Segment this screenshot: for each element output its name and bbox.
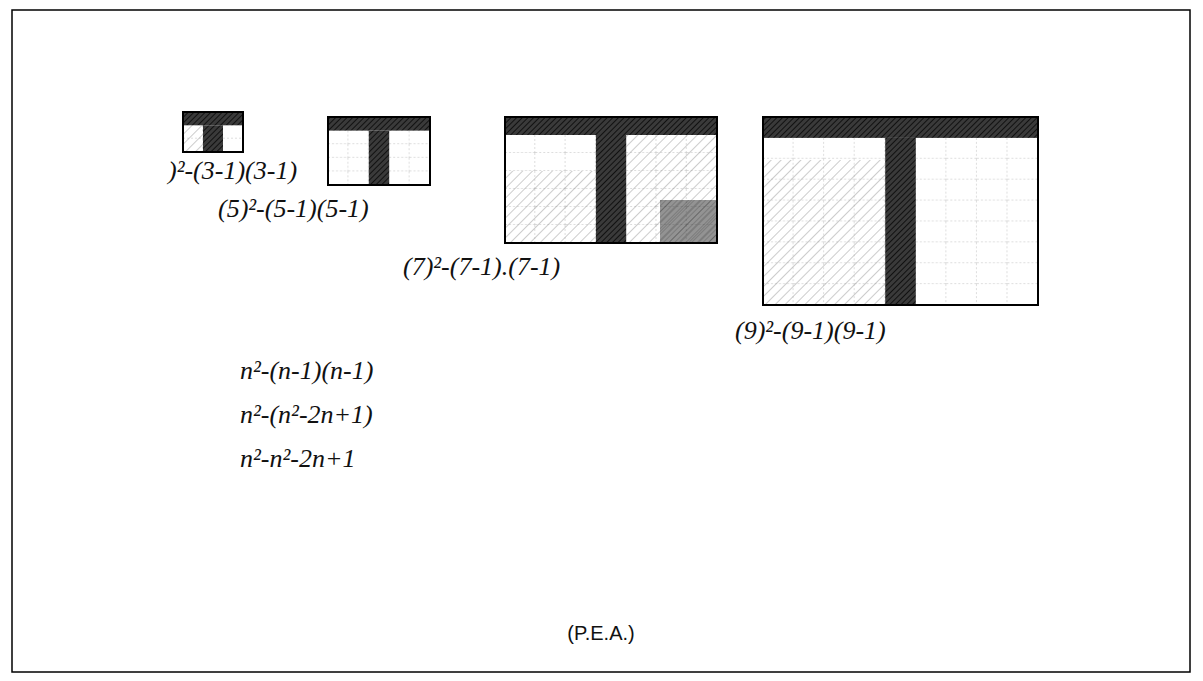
formula-text: n²-(n²-2n+1) bbox=[240, 400, 373, 430]
grid-5 bbox=[328, 117, 430, 185]
formula-text: n²-n²-2n+1 bbox=[240, 444, 355, 474]
grid-9 bbox=[763, 117, 1038, 305]
formula-text: )²-(3-1)(3-1) bbox=[168, 156, 297, 186]
page-border bbox=[12, 10, 1190, 672]
formula-text: (7)²-(7-1).(7-1) bbox=[403, 252, 560, 282]
grid-3 bbox=[183, 112, 243, 152]
footer-note: (P.E.A.) bbox=[567, 622, 634, 645]
formula-text: (5)²-(5-1)(5-1) bbox=[218, 194, 369, 224]
formula-text: n²-(n-1)(n-1) bbox=[240, 356, 373, 386]
grid-7 bbox=[505, 117, 717, 243]
formula-text: (9)²-(9-1)(9-1) bbox=[735, 316, 886, 346]
